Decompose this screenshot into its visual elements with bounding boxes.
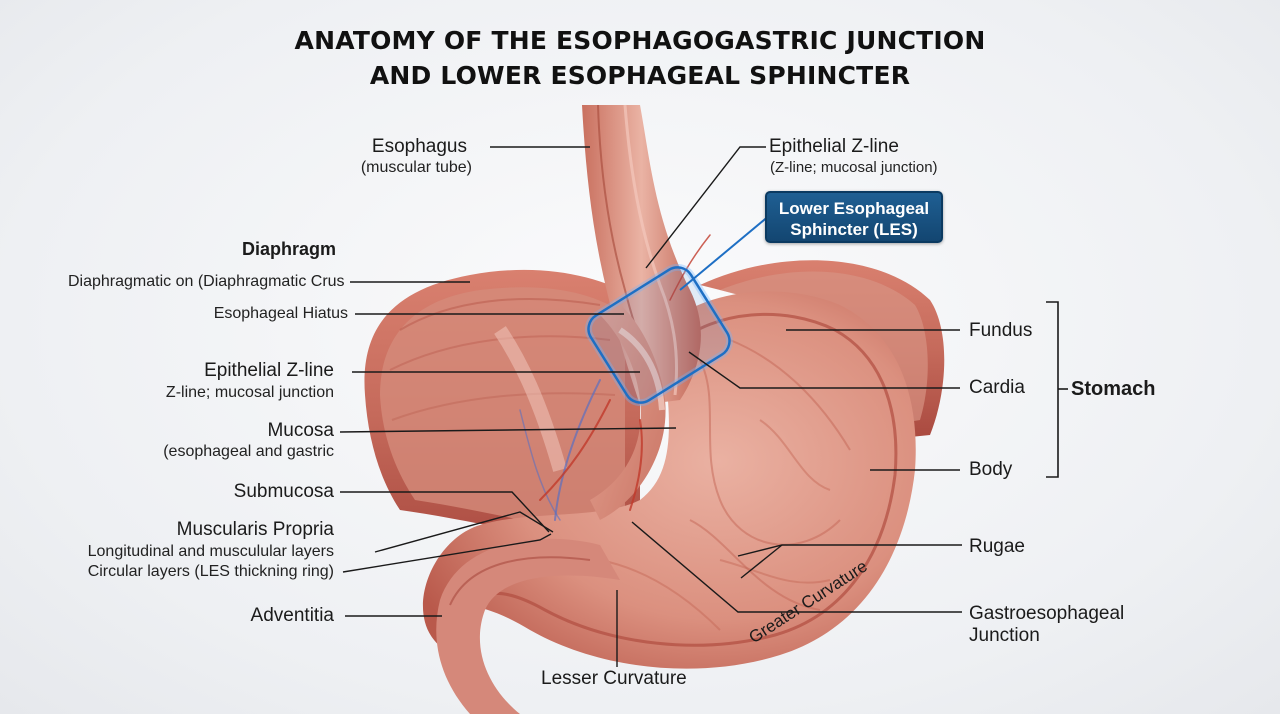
label-stomach: Stomach	[1071, 378, 1156, 400]
label-zline-left-sub: Z-line; mucosal junction	[165, 384, 334, 401]
label-zline-top: Epithelial Z-line	[769, 136, 899, 157]
label-diaphragmatic-crus: Diaphragmatic on (Diaphragmatic Crus	[68, 273, 345, 290]
leader-lines	[339, 146, 962, 667]
label-cardia: Cardia	[969, 377, 1025, 398]
label-rugae: Rugae	[969, 536, 1025, 557]
label-gej-line2: Junction	[969, 625, 1040, 646]
label-body: Body	[969, 459, 1013, 480]
label-gej-line1: Gastroesophageal	[969, 603, 1125, 624]
label-lesser-curvature: Lesser Curvature	[541, 668, 687, 689]
page-title-line2: AND LOWER ESOPHAGEAL SPHINCTER	[369, 61, 911, 90]
les-label-box: Lower Esophageal Sphincter (LES)	[765, 191, 943, 243]
label-mucosa-sub: (esophageal and gastric	[163, 443, 334, 460]
label-esophagus: Esophagus	[371, 136, 467, 157]
stomach-bracket	[1046, 301, 1068, 478]
les-label-line1: Lower Esophageal	[778, 199, 930, 218]
page-title-line1: ANATOMY OF THE ESOPHAGOGASTRIC JUNCTION	[294, 26, 986, 55]
label-zline-top-sub: (Z-line; mucosal junction)	[770, 159, 938, 176]
label-esophagus-sub: (muscular tube)	[360, 159, 472, 176]
label-muscularis-sub2: Circular layers (LES thickning ring)	[87, 563, 334, 580]
label-adventitia: Adventitia	[250, 605, 334, 626]
les-label-line2: Sphincter (LES)	[790, 220, 918, 239]
lower-tube	[436, 538, 620, 714]
label-diaphragm: Diaphragm	[242, 239, 337, 259]
junction-cut	[590, 300, 666, 520]
label-fundus: Fundus	[969, 320, 1033, 341]
label-muscularis-sub1: Longitudinal and musculular layers	[87, 543, 334, 560]
label-submucosa: Submucosa	[233, 481, 334, 502]
label-mucosa: Mucosa	[267, 420, 334, 441]
les-highlight	[585, 214, 771, 407]
label-zline-left: Epithelial Z-line	[204, 360, 334, 381]
diaphragm-left	[364, 269, 640, 560]
label-muscularis: Muscularis Propria	[176, 519, 334, 540]
label-esophageal-hiatus: Esophageal Hiatus	[213, 305, 348, 322]
